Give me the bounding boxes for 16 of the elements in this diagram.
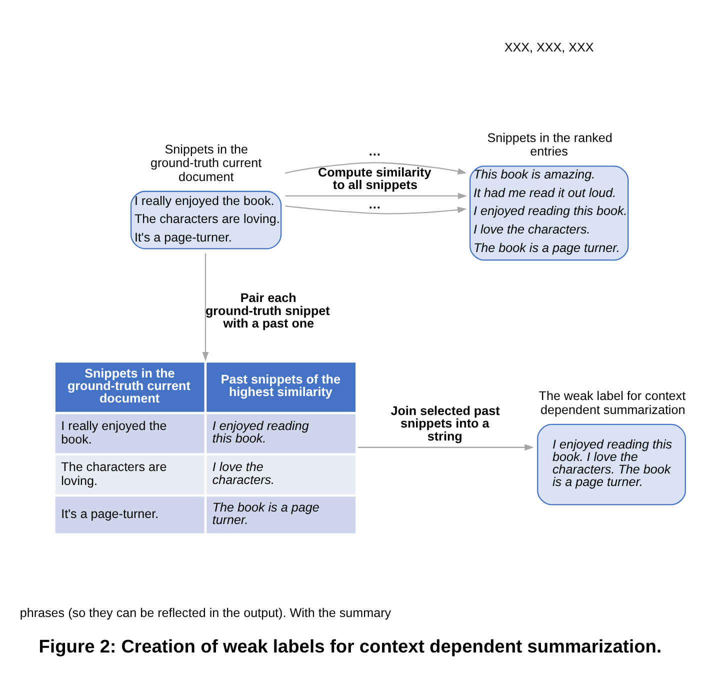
edge-label: … [368, 197, 380, 212]
edge-label: Join selected past snippets into a string [390, 404, 500, 444]
node-label: The weak label for context dependent summarization [538, 389, 686, 417]
arrow [357, 444, 534, 451]
caption: Figure 2: Creation of weak labels for context dependent summarization. [38, 636, 662, 657]
arrow [284, 206, 466, 214]
node-label: Snippets in the ranked entries [486, 130, 612, 159]
edge-label: Pair each ground-truth snippet with a past one [204, 291, 330, 330]
arrow [202, 253, 208, 362]
edge-label: Compute similarity to all snippets [317, 165, 431, 192]
node-label: Snippets in the ground-truth current document [150, 142, 262, 184]
label: XXX, XXX, XXX [504, 40, 594, 54]
arrow [284, 162, 466, 174]
arrow [284, 192, 467, 200]
edge-label: … [368, 144, 380, 159]
label: phrases (so they can be reflected in the output). With the summary [19, 606, 391, 620]
